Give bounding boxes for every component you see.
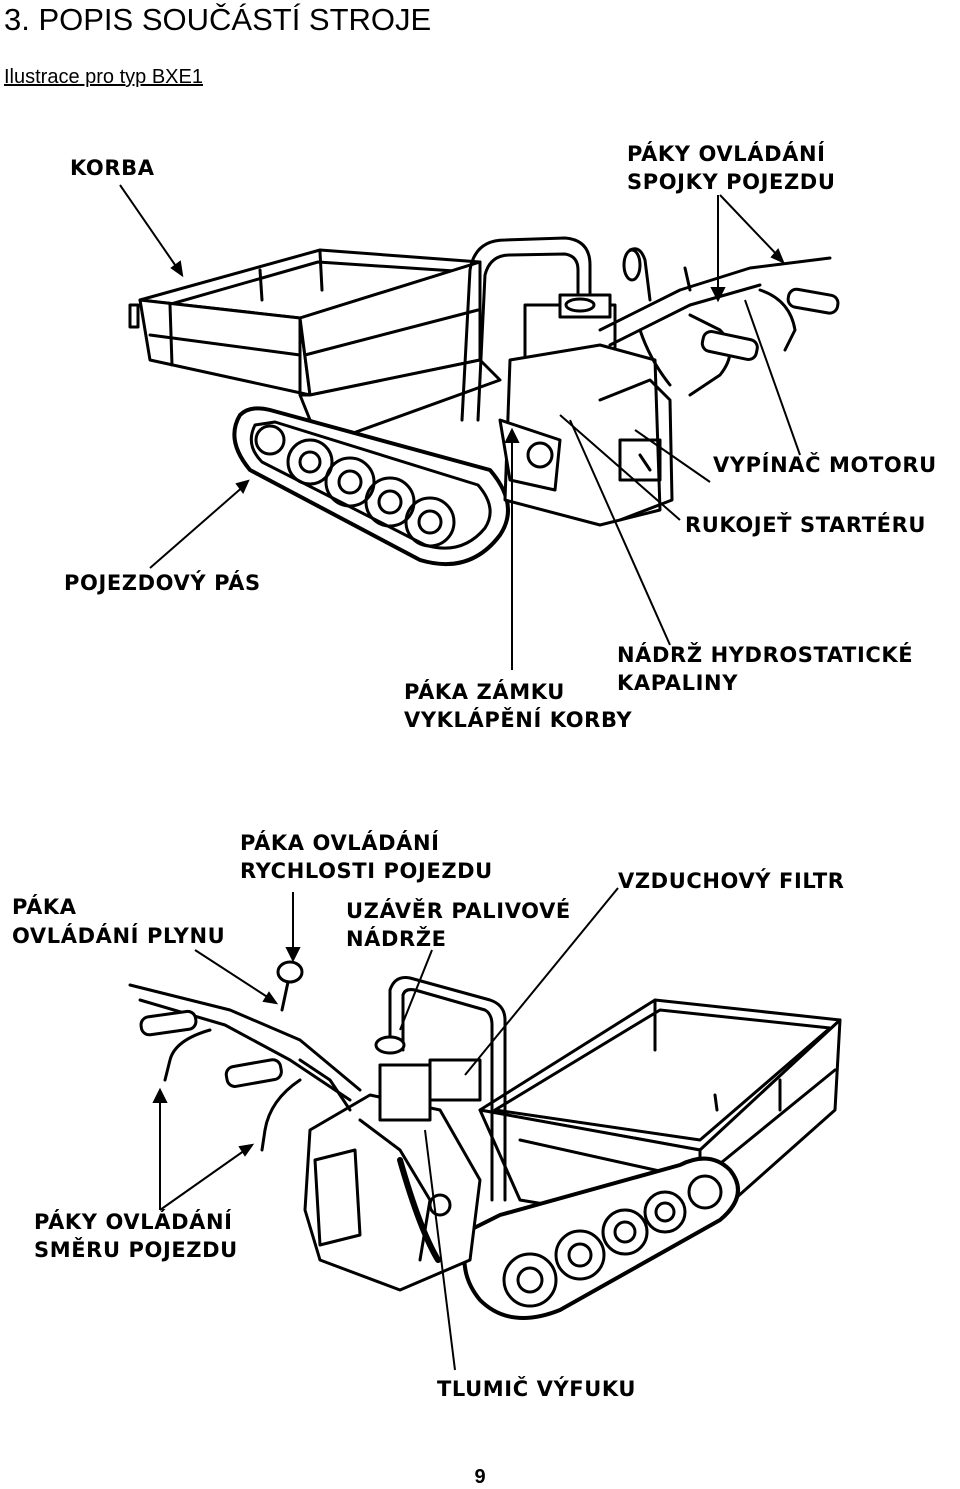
label-vzduchovy-filtr: VZDUCHOVÝ FILTR xyxy=(618,869,845,893)
label-uzaver-line2: NÁDRŽE xyxy=(346,927,447,951)
track-drawing xyxy=(232,406,510,567)
label-paka-zamku-line2: VYKLÁPĚNÍ KORBY xyxy=(404,708,633,732)
label-nadrz-line2: KAPALINY xyxy=(617,671,739,695)
page-subheading: Ilustrace pro typ BXE1 xyxy=(4,66,203,88)
label-pojezdovy-pas: POJEZDOVÝ PÁS xyxy=(64,571,261,595)
roll-bar-drawing-bottom xyxy=(388,976,507,1202)
page-heading: 3. POPIS SOUČÁSTÍ STROJE xyxy=(4,2,432,37)
label-paka-zamku-line1: PÁKA ZÁMKU xyxy=(404,680,565,704)
label-plyn-line1: PÁKA xyxy=(12,895,77,919)
roll-bar-drawing xyxy=(460,236,592,422)
label-rychlost-line2: RYCHLOSTI POJEZDU xyxy=(240,859,493,883)
label-korba: KORBA xyxy=(70,156,155,180)
label-vypinac-motoru: VYPÍNAČ MOTORU xyxy=(713,453,937,477)
label-paky-spojky-line2: SPOJKY POJEZDU xyxy=(627,170,836,194)
label-rukojet-starteru: RUKOJEŤ STARTÉRU xyxy=(685,513,926,537)
machine-illustration-top xyxy=(119,184,840,670)
page-number: 9 xyxy=(474,1466,486,1488)
dump-body-drawing xyxy=(128,248,502,447)
label-plyn-line2: OVLÁDÁNÍ PLYNU xyxy=(12,924,226,948)
handlebar-drawing-bottom xyxy=(128,960,362,1152)
label-smer-line1: PÁKY OVLÁDÁNÍ xyxy=(34,1210,233,1234)
pointer-lines-bottom xyxy=(152,887,619,1371)
label-smer-line2: SMĚRU POJEZDU xyxy=(34,1238,238,1262)
engine-drawing-bottom xyxy=(303,1035,482,1292)
pointer-lines-top xyxy=(119,184,801,670)
label-tlumic-vyfuku: TLUMIČ VÝFUKU xyxy=(437,1377,637,1401)
label-rychlost-line1: PÁKA OVLÁDÁNÍ xyxy=(240,831,440,855)
label-paky-spojky-line1: PÁKY OVLÁDÁNÍ xyxy=(627,142,826,166)
label-uzaver-line1: UZÁVĚR PALIVOVÉ xyxy=(346,899,571,923)
label-nadrz-line1: NÁDRŽ HYDROSTATICKÉ xyxy=(617,643,914,667)
handlebar-drawing xyxy=(598,247,840,397)
track-drawing-bottom xyxy=(462,1156,740,1320)
